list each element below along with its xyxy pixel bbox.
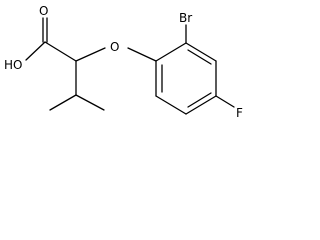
ring-bond-2-3-inner xyxy=(187,49,212,65)
ring-bond-5-6 xyxy=(155,95,187,115)
ring-bond-2-3 xyxy=(185,42,217,62)
hydroxyl-label: HO xyxy=(4,58,22,72)
ether-oxygen-label: O xyxy=(110,40,119,54)
bromine-label: Br xyxy=(179,11,192,25)
bond-ch-methyl-right xyxy=(75,94,105,111)
bond-ch-methyl-left xyxy=(49,94,77,111)
bond-oether-ring xyxy=(127,47,157,62)
bond-c-oh xyxy=(25,41,46,61)
bond-c-calpha xyxy=(44,41,77,62)
ring-bond-4-5 xyxy=(185,95,217,115)
ring-bond-4-5-inner xyxy=(187,92,212,108)
bond-ring-f xyxy=(215,95,235,108)
bond-calpha-oether xyxy=(75,47,106,62)
oxygen-carbonyl-label: O xyxy=(39,4,48,18)
molecule-diagram: O HO O Br F xyxy=(4,4,243,120)
ring-bond-1-2 xyxy=(155,42,187,62)
fluorine-label: F xyxy=(236,106,243,120)
